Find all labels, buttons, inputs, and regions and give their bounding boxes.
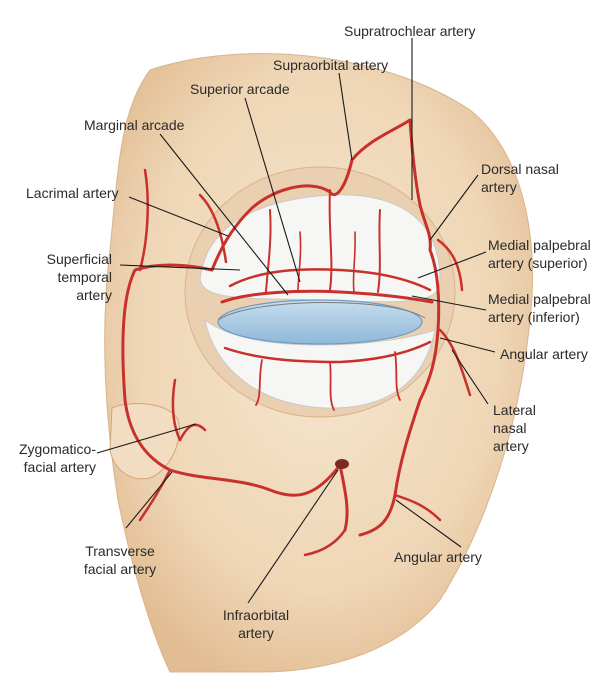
label-superficial-temporal-artery: Superficial temporal artery: [20, 250, 112, 304]
infraorbital-foramen: [335, 459, 349, 469]
label-lateral-nasal-artery: Lateral nasal artery: [493, 401, 536, 455]
label-supratrochlear-artery: Supratrochlear artery: [344, 23, 476, 39]
zygomatic-bone: [109, 403, 180, 480]
label-medial-palpebral-superior: Medial palpebral artery (superior): [488, 236, 591, 272]
lower-tarsus: [204, 318, 436, 409]
label-line: facial artery: [23, 459, 96, 475]
label-line: Transverse: [85, 543, 155, 559]
label-angular-artery-lower: Angular artery: [394, 549, 482, 565]
label-lacrimal-artery: Lacrimal artery: [26, 185, 119, 201]
label-transverse-facial-artery: Transverse facial artery: [70, 542, 170, 578]
leader-marginal-arcade: [159, 133, 289, 296]
leader-transverse-facial: [125, 471, 173, 529]
label-line: Lateral: [493, 402, 536, 418]
label-line: artery: [76, 287, 112, 303]
label-angular-artery-upper: Angular artery: [500, 346, 588, 362]
label-line: temporal: [57, 269, 112, 285]
label-line: Medial palpebral: [488, 237, 591, 253]
leader-lines: [96, 38, 496, 604]
leader-superficial-temporal: [119, 264, 241, 271]
label-line: artery: [493, 438, 529, 454]
leader-dorsal-nasal: [429, 174, 479, 241]
leader-supraorbital: [338, 72, 353, 161]
leader-zygomaticofacial: [96, 423, 197, 454]
label-medial-palpebral-inferior: Medial palpebral artery (inferior): [488, 290, 591, 326]
leader-medial-palpebral-sup: [417, 251, 487, 279]
label-line: Medial palpebral: [488, 291, 591, 307]
eyeball: [217, 299, 423, 345]
lid-margin-upper: [217, 301, 426, 321]
leader-superior-arcade: [244, 97, 301, 283]
label-line: Infraorbital: [222, 607, 290, 623]
label-superior-arcade: Superior arcade: [190, 81, 290, 97]
label-line: artery (superior): [488, 255, 588, 271]
label-line: artery: [238, 625, 274, 641]
leader-infraorbital: [247, 469, 339, 604]
label-line: Zygomatico-: [18, 441, 96, 457]
label-line: Superficial: [46, 251, 112, 267]
label-line: nasal: [493, 420, 527, 436]
artery-network: [121, 118, 472, 557]
label-dorsal-nasal-artery: Dorsal nasal artery: [481, 160, 559, 196]
label-line: artery (inferior): [488, 309, 580, 325]
label-infraorbital-artery: Infraorbital artery: [206, 606, 306, 642]
label-marginal-arcade: Marginal arcade: [84, 117, 185, 133]
leader-lacrimal: [128, 196, 229, 237]
leader-medial-palpebral-inf: [411, 295, 487, 311]
leader-lateral-nasal: [451, 349, 489, 405]
label-line: Dorsal nasal: [481, 161, 559, 177]
leader-angular-lower: [395, 499, 462, 548]
label-supraorbital-artery: Supraorbital artery: [273, 57, 389, 73]
leader-angular-upper: [439, 337, 496, 353]
label-line: facial artery: [83, 561, 157, 577]
label-zygomaticofacial-artery: Zygomatico- facial artery: [4, 440, 96, 476]
label-line: artery: [481, 179, 517, 195]
